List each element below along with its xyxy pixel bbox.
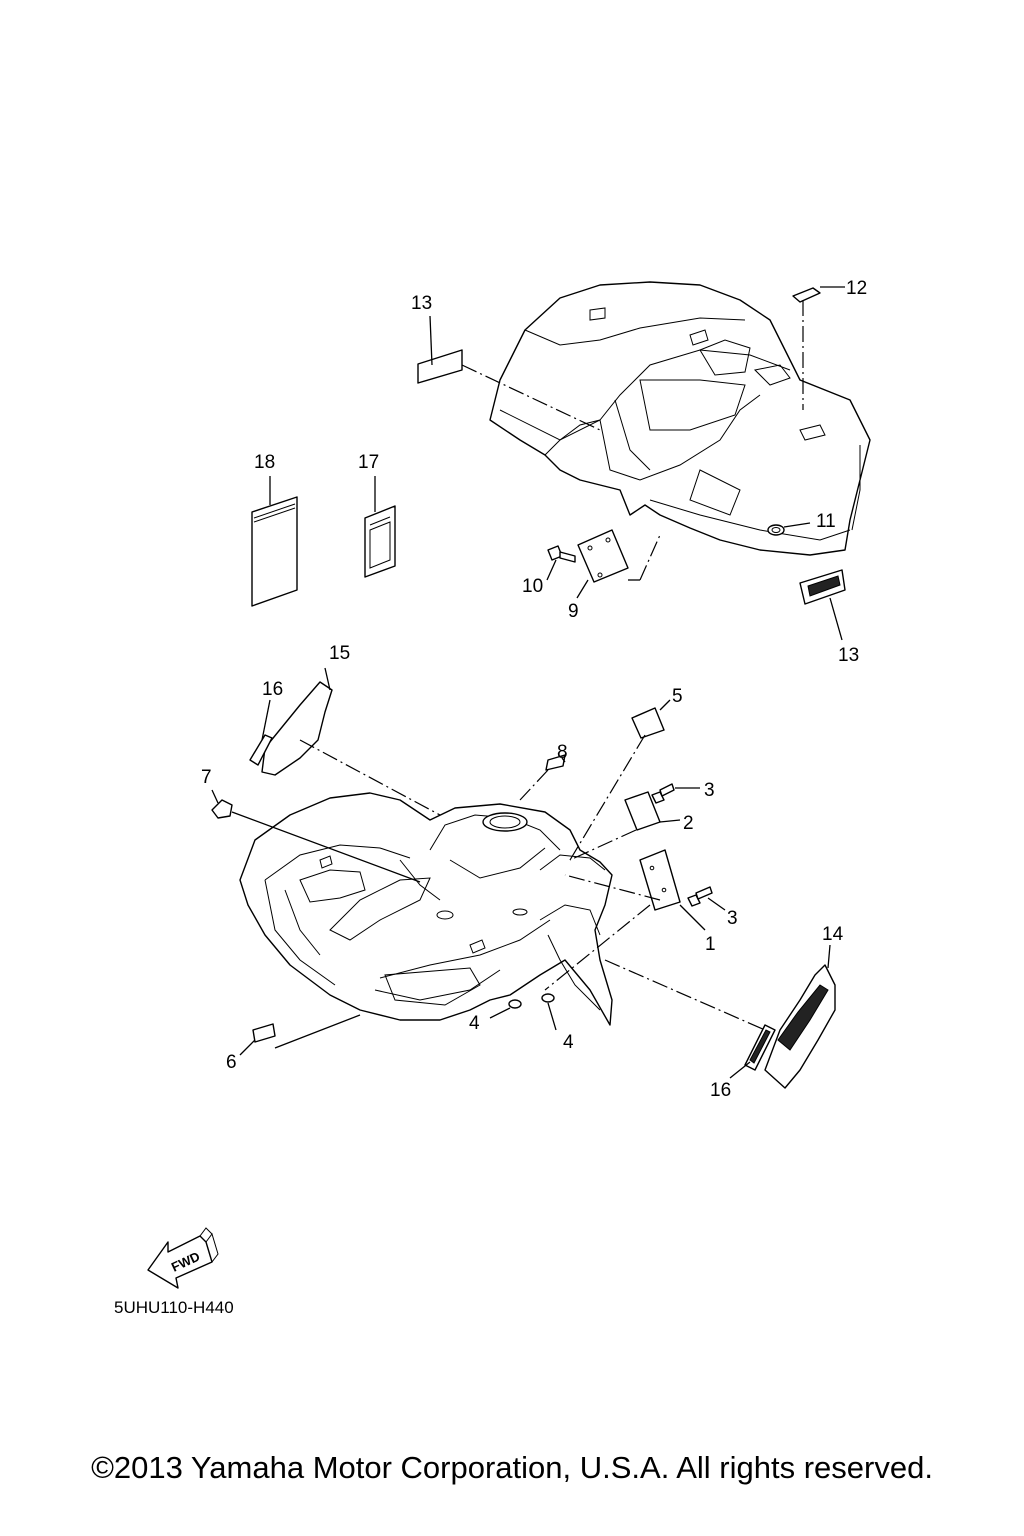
callout-18: 18 [254,452,275,473]
callout-16-right: 16 [710,1080,731,1101]
decal-13-top [417,349,463,384]
callout-5: 5 [672,686,683,707]
callout-7: 7 [201,767,212,788]
callout-3-top: 3 [704,780,715,801]
rivet-10 [547,545,576,563]
decal-16-left [249,734,273,766]
rear-fender [489,281,871,556]
callout-13-right: 13 [838,645,859,666]
tag-17 [364,505,396,578]
decal-12 [792,287,821,303]
decal-8 [545,754,566,771]
plate-9 [577,529,629,583]
emblem-14 [764,964,836,1089]
leader-lines [211,286,845,1079]
callout-10: 10 [522,576,543,597]
callout-16-left: 16 [262,679,283,700]
callout-13-top: 13 [411,293,432,314]
callout-12: 12 [846,278,867,299]
callout-3-bottom: 3 [727,908,738,929]
part-code: 5UHU110-H440 [114,1298,234,1317]
callout-2: 2 [683,813,694,834]
cover-15 [261,681,333,776]
bolt-3-top [651,783,675,804]
decal-6 [252,1023,276,1043]
plate-1 [639,849,681,911]
washer-11 [767,524,785,536]
callout-4-right: 4 [563,1032,574,1053]
owners-manual-18 [251,496,298,607]
decal-16-right [744,1024,776,1071]
callout-9: 9 [568,601,579,622]
bolt-3-bottom [687,886,713,907]
callout-labels: 1 2 3 3 4 4 5 6 7 8 9 10 11 12 13 13 14 … [201,278,867,1101]
callout-1: 1 [705,934,716,955]
fwd-arrow-icon: FWD [147,1227,219,1289]
callout-8: 8 [557,742,568,763]
front-fender [239,792,613,1026]
washer-4-right [541,993,555,1003]
decal-5 [631,707,665,739]
cap-7 [211,799,233,819]
callout-6: 6 [226,1052,237,1073]
callout-17: 17 [358,452,379,473]
copyright-notice: ©2013 Yamaha Motor Corporation, U.S.A. A… [91,1450,933,1485]
washer-4-left [508,999,522,1009]
callout-15: 15 [329,643,350,664]
callout-14: 14 [822,924,844,945]
callout-4-left: 4 [469,1013,480,1034]
decal-13-right [799,569,846,605]
callout-11: 11 [816,511,836,532]
